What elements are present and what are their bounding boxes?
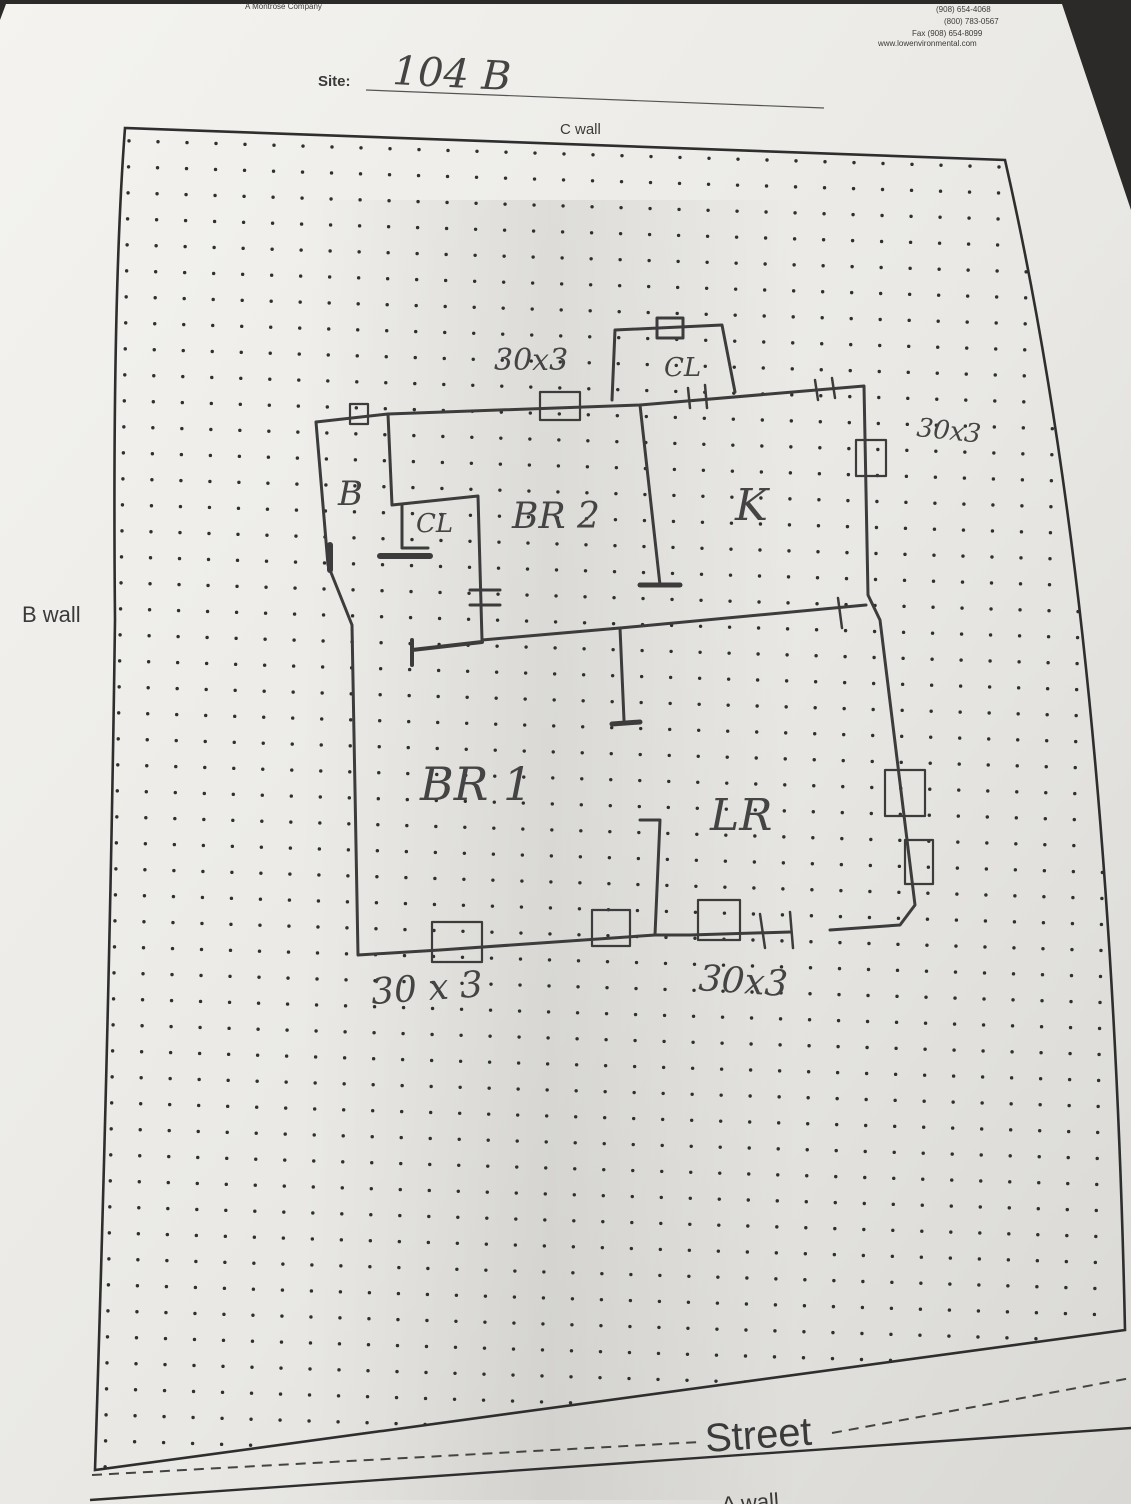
room-label-lr: LR [709,790,772,841]
site-underline [365,89,825,109]
partition-stop [609,719,643,727]
company-tagline: A Montrose Company [245,2,322,11]
window-notes: 30x3 30x3 30 x 3 30x3 [370,343,983,1013]
window [883,768,927,818]
closet-walls [400,503,430,550]
b-wall-label: B wall [22,602,81,627]
contact-line: (800) 783-0567 [944,17,999,26]
floor-plan-sketch [314,316,935,964]
room-label-bathroom: B [337,474,363,514]
br1-lr-lower-wall [638,818,662,937]
contact-block: (908) 654-4068 (800) 783-0567 Fax (908) … [877,5,999,48]
a-wall-label: A wall [721,1488,780,1504]
a-wall-edge [89,1426,1131,1502]
windows [348,390,935,964]
closet-2-door [410,638,484,667]
br2-kitchen-wall [638,403,662,587]
room-label-br1: BR 1 [419,757,532,811]
grid-frame [93,126,1127,1472]
dot-grid [95,138,1117,1470]
site-value: 104 B [391,48,512,100]
c-wall-label: C wall [560,121,601,138]
contact-line: (908) 654-4068 [936,5,991,14]
site-label: Site: [318,73,351,90]
top-closet [610,323,737,402]
window [590,908,632,948]
room-label-br2: BR 2 [511,496,600,537]
top-closet-window [655,316,685,340]
room-label-kitchen: K [734,480,770,531]
contact-line: Fax (908) 654-8099 [912,29,983,38]
bathroom-walls [386,412,484,642]
window [430,920,484,964]
window [903,838,935,886]
window [854,438,888,478]
br1-lr-partition [618,626,626,722]
window-note-bottom-right: 30x3 [697,958,789,1005]
window-note-right: 30x3 [915,413,982,450]
room-label-top-closet: CL [664,353,701,383]
contact-line: www.lowenvironmental.com [877,39,977,48]
window [348,402,370,426]
window-note-bottom-left: 30 x 3 [370,964,484,1013]
window-note-top: 30x3 [494,343,568,378]
window [538,390,582,422]
outer-walls [314,384,917,957]
window [696,898,742,942]
room-label-closet: CL [416,509,453,539]
paper-shadow-band [300,200,800,1500]
door-ticks [686,376,844,950]
room-labels: B BR 2 CL CL K BR 1 LR [337,353,772,841]
